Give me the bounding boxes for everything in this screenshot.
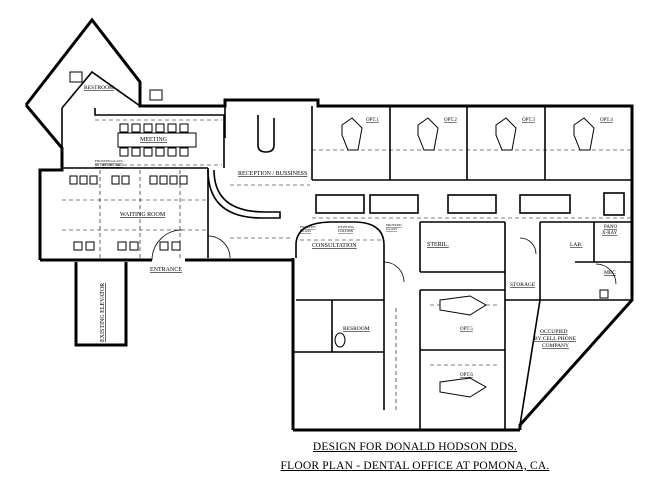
label-existing-elevator: EXISTING ELEVATOR [100, 283, 106, 342]
label-occupied-2: BY CELL PHONE [534, 336, 577, 342]
title-line-2: FLOOR PLAN - DENTAL OFFICE AT POMONA, CA… [280, 460, 550, 472]
label-pano-xray-2: X-RAY [602, 231, 618, 236]
label-opt1: OPT.1 [366, 118, 379, 123]
label-frosted-glass-right-2: GLASS [386, 227, 397, 231]
label-opt3: OPT.3 [522, 118, 535, 123]
label-pano-xray-1: PANO [604, 225, 618, 230]
label-frosted-glass-right-1: FROSTED [386, 223, 402, 227]
label-reception: RECEPTION / BUSSINESS [238, 171, 307, 177]
label-restroom-top: RESTROOM [84, 85, 114, 91]
label-restroom-lower: RESROOM [343, 326, 370, 332]
label-frosted-glass-left-2: GLASS [300, 229, 311, 233]
door-swings [151, 229, 617, 285]
title-line-1: DESIGN FOR DONALD HODSON DDS. [312, 441, 518, 453]
label-occupied-3: COMPANY [542, 343, 569, 349]
label-meeting: MEETING [140, 137, 168, 143]
label-frosted-glass-logo-1: FROSTED GLASS [95, 159, 123, 163]
label-occupied-1: OCCUPIED [540, 329, 568, 335]
label-storage: STORAGE [510, 282, 536, 288]
room-labels: RESTROOM MEETING FROSTED GLASS W/ OFFICE… [84, 85, 618, 378]
label-entrance: ENTRANCE [150, 267, 182, 273]
dashed-lines [62, 119, 632, 410]
label-consultation: CONSULTATION [312, 243, 357, 249]
restroom-fixtures [69, 71, 609, 348]
label-mec: MEC [604, 270, 616, 276]
waiting-chairs [69, 175, 188, 251]
title-block: DESIGN FOR DONALD HODSON DDS. FLOOR PLAN… [250, 438, 580, 476]
label-steril: STERIL. [427, 242, 449, 248]
meeting-furniture [117, 123, 197, 157]
label-existing-column-2: COLUMN [338, 229, 354, 233]
label-frosted-glass-logo-2: W/ OFFICE LOGO [95, 163, 123, 167]
label-opt4: OPT.4 [600, 118, 613, 123]
label-opt2: OPT.2 [444, 118, 457, 123]
interior-walls [61, 70, 633, 430]
label-opt6: OPT.6 [460, 373, 473, 378]
label-frosted-glass-left-1: FROSTED [300, 225, 316, 229]
label-existing-column-1: EXISTING [338, 225, 355, 229]
label-waiting-room: WAITING ROOM [120, 212, 166, 218]
dental-chairs [341, 117, 595, 398]
label-lab: LAB. [570, 242, 583, 248]
label-opt5: OPT.5 [460, 327, 473, 332]
outer-walls [24, 17, 634, 432]
